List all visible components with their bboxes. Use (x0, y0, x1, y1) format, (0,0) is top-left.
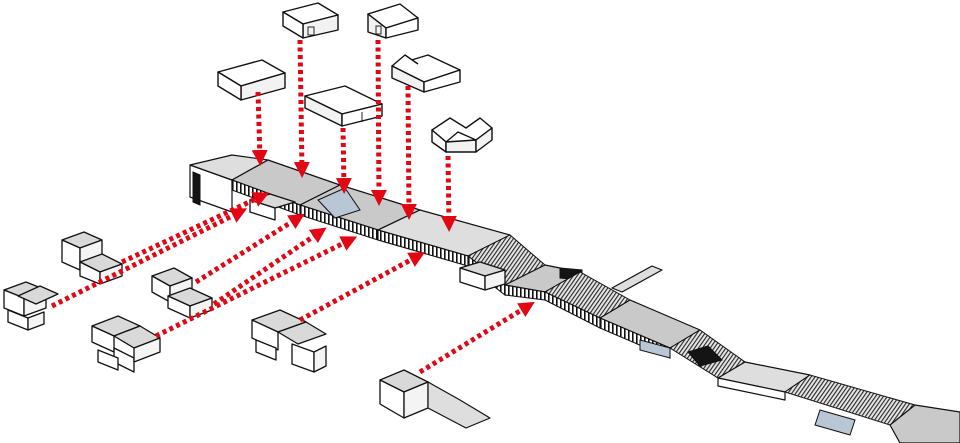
entry-block-dark (192, 171, 201, 206)
end-ramp-top (889, 404, 960, 443)
arrow-cluster-3 (194, 213, 305, 285)
arrow-house-6 (440, 155, 457, 232)
house-6 (431, 117, 493, 153)
side-branch-top (611, 265, 663, 293)
house-4 (304, 85, 383, 127)
house-3 (367, 3, 419, 39)
lower-deck-blue (639, 339, 671, 359)
cluster-6 (379, 369, 491, 429)
arrow-cluster-4 (154, 236, 358, 339)
arrow-cluster-5 (298, 252, 426, 323)
long-stair (783, 374, 917, 426)
arrow-house-4 (335, 127, 352, 194)
arrow-house-2 (293, 39, 310, 178)
arrow-house-3 (370, 39, 387, 206)
dark-opening (687, 345, 723, 367)
arrow-cluster-6 (418, 301, 535, 375)
cluster-2 (3, 281, 59, 331)
arrow-cluster-1 (120, 192, 270, 265)
arrow-cluster-2 (50, 208, 248, 309)
arrow-house-1 (251, 91, 268, 166)
house-1 (217, 59, 286, 101)
end-ramp-blue (814, 409, 856, 436)
bridge-structure (189, 154, 960, 443)
cluster-4 (91, 315, 161, 373)
under-block-side (484, 269, 506, 291)
cluster-5 (251, 309, 327, 373)
house-2 (282, 2, 339, 39)
cluster-3 (151, 267, 213, 319)
red-arrows (50, 39, 535, 375)
house-5 (391, 54, 461, 93)
arrow-house-5 (400, 85, 417, 220)
cluster-1 (61, 231, 123, 285)
long-ramp-side (717, 377, 786, 401)
arrow-cluster-3b (212, 227, 327, 307)
